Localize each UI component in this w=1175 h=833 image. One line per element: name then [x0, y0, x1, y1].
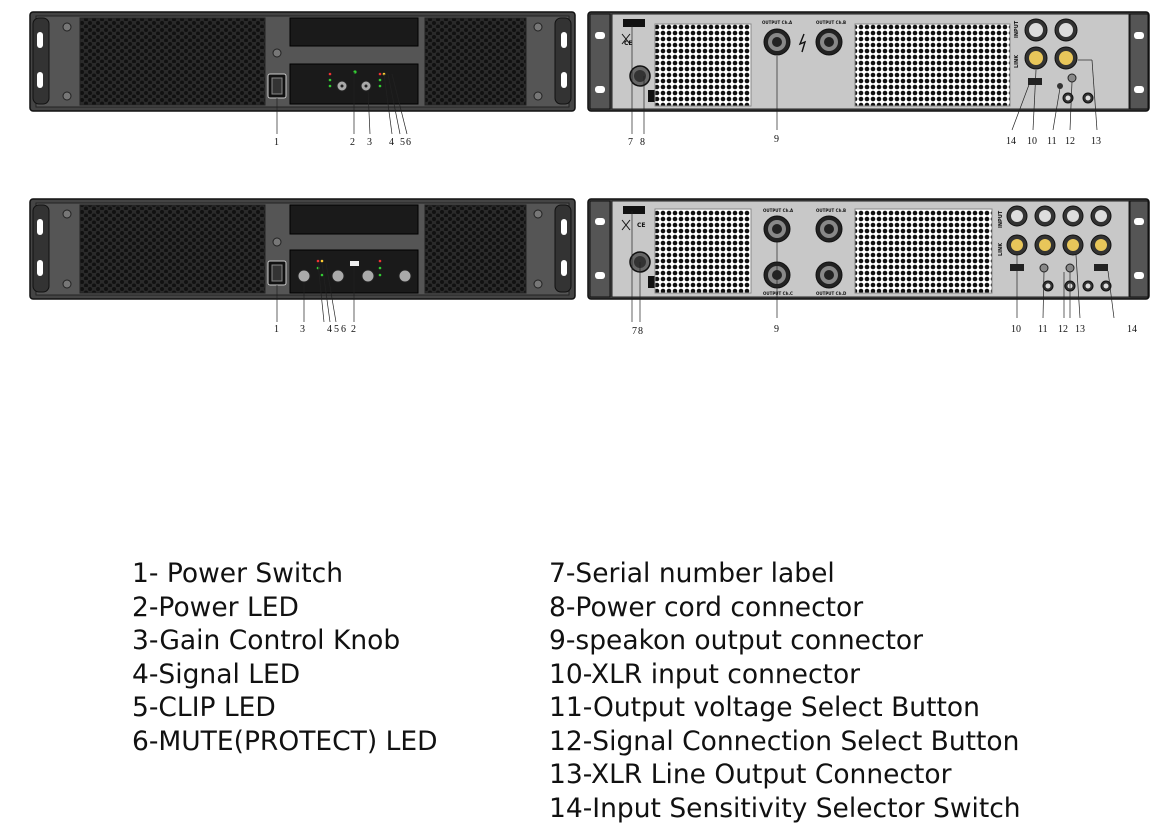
- callout-6: 6: [406, 137, 411, 148]
- lower-rear-callouts: 7 8 9 10 11 12 13 14: [632, 324, 1137, 337]
- callout-7: 7: [632, 326, 637, 337]
- callout-9: 9: [774, 324, 779, 335]
- callout-8: 8: [638, 326, 643, 337]
- callout-4: 4: [389, 137, 394, 148]
- callout-2: 2: [350, 137, 355, 148]
- callout-12: 12: [1058, 324, 1068, 335]
- amplifier-diagram: 1 2 3 4 5 6 CE OUTPUT Ch.A OUTPUT Ch.B: [29, 11, 1150, 337]
- legend-item-mute-led: 6-MUTE(PROTECT) LED: [132, 725, 438, 757]
- legend-item-serial-label: 7-Serial number label: [549, 558, 835, 589]
- callout-11: 11: [1038, 324, 1048, 335]
- input-label: INPUT: [998, 210, 1004, 228]
- lower-rear-panel: CE OUTPUT Ch.A OUTPUT Ch.B OUTPUT Ch.C O…: [587, 198, 1150, 300]
- output-label-b: OUTPUT Ch.B: [816, 20, 846, 25]
- legend-item-signal-led: 4-Signal LED: [132, 658, 301, 690]
- legend-item-xlr-input: 10-XLR input connector: [549, 658, 861, 690]
- legend-item-signal-select: 12-Signal Connection Select Button: [549, 725, 1020, 757]
- callout-8: 8: [640, 137, 645, 148]
- upper-front-panel: [29, 11, 576, 112]
- legend-left: 1- Power Switch 2-Power LED 3-Gain Contr…: [132, 557, 438, 758]
- callout-14: 14: [1006, 136, 1016, 147]
- upper-front-leaders: [276, 72, 408, 135]
- callout-2: 2: [351, 324, 356, 335]
- callout-1: 1: [274, 137, 279, 148]
- legend-item-power-led: 2-Power LED: [132, 591, 299, 623]
- legend-item-speakon: 9-speakon output connector: [549, 625, 924, 656]
- lower-front-callouts: 1 3 4 5 6 2: [274, 324, 356, 335]
- callout-6: 6: [341, 324, 346, 335]
- callout-10: 10: [1011, 324, 1021, 335]
- callout-1: 1: [274, 324, 279, 335]
- callout-9: 9: [774, 134, 779, 145]
- output-label-a: OUTPUT Ch.A: [762, 20, 793, 25]
- upper-rear-callouts: 7 8 9 14 10 11 12 13: [628, 134, 1101, 148]
- legend-item-gain-knob: 3-Gain Control Knob: [132, 625, 401, 656]
- legend-item-power-switch: 1- Power Switch: [132, 558, 344, 589]
- callout-3: 3: [300, 324, 305, 335]
- callout-11: 11: [1047, 136, 1057, 147]
- legend-item-voltage-select: 11-Output voltage Select Button: [549, 692, 980, 723]
- output-label-d: OUTPUT Ch.D: [816, 291, 847, 296]
- legend-item-xlr-line-out: 13-XLR Line Output Connector: [549, 759, 952, 790]
- ce-mark: CE: [637, 222, 646, 229]
- lower-rear-leaders: [631, 211, 1115, 322]
- output-label-a: OUTPUT Ch.A: [763, 208, 794, 213]
- legend-item-power-cord: 8-Power cord connector: [549, 591, 864, 623]
- callout-13: 13: [1075, 324, 1085, 335]
- callout-14: 14: [1127, 324, 1137, 335]
- callout-5: 5: [400, 137, 405, 148]
- callout-7: 7: [628, 137, 633, 148]
- callout-5: 5: [334, 324, 339, 335]
- callout-12: 12: [1065, 136, 1075, 147]
- callout-3: 3: [367, 137, 372, 148]
- callout-10: 10: [1027, 136, 1037, 147]
- upper-rear-panel: CE OUTPUT Ch.A OUTPUT Ch.B INPUT LINK: [587, 11, 1150, 112]
- legend-item-sensitivity-switch: 14-Input Sensitivity Selector Switch: [549, 792, 1021, 824]
- lower-front-panel: [29, 198, 576, 300]
- link-label: LINK: [998, 242, 1004, 256]
- output-label-c: OUTPUT Ch.C: [763, 291, 793, 296]
- input-label: INPUT: [1014, 20, 1020, 38]
- legend-right: 7-Serial number label 8-Power cord conne…: [549, 557, 1021, 825]
- callout-4: 4: [327, 324, 332, 335]
- callout-13: 13: [1091, 136, 1101, 147]
- legend-item-clip-led: 5-CLIP LED: [132, 692, 276, 723]
- upper-front-callouts: 1 2 3 4 5 6: [274, 137, 411, 148]
- output-label-b: OUTPUT Ch.B: [816, 208, 846, 213]
- upper-rear-leaders: [631, 25, 1098, 134]
- ce-mark: CE: [624, 40, 633, 47]
- link-label: LINK: [1014, 54, 1020, 68]
- lower-front-leaders: [276, 262, 355, 323]
